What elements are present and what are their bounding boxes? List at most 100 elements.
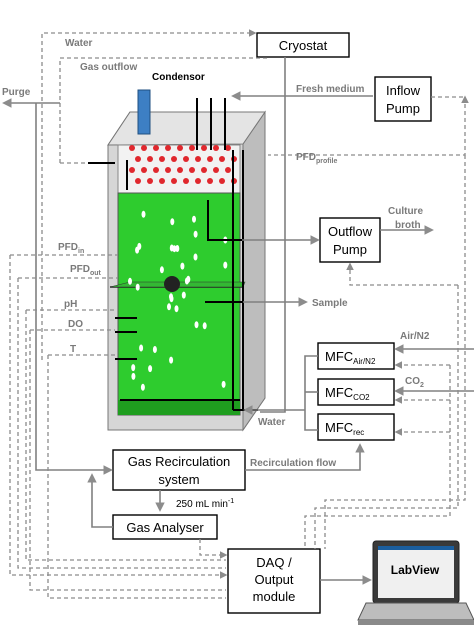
white-bubble	[172, 245, 177, 253]
red-bubble	[177, 145, 183, 151]
white-bubble	[192, 215, 196, 223]
purge-label: Purge	[2, 87, 31, 98]
white-bubble	[167, 303, 171, 311]
condensor-icon	[137, 89, 151, 135]
outflow-pump-box[interactable]: Outflow Pump	[319, 217, 381, 263]
red-bubble	[141, 167, 147, 173]
white-bubble	[137, 242, 142, 250]
pfd-profile-label: PFDprofile	[296, 152, 337, 165]
svg-text:Inflow: Inflow	[386, 83, 421, 98]
cryostat-box[interactable]: Cryostat	[256, 32, 350, 58]
red-bubble	[189, 167, 195, 173]
white-bubble	[175, 245, 180, 252]
red-bubble	[159, 156, 165, 162]
svg-text:Gas Analyser: Gas Analyser	[126, 520, 204, 535]
air-n2-label: Air/N2	[400, 331, 430, 342]
red-bubble	[177, 167, 183, 173]
white-bubble	[152, 346, 157, 353]
white-bubble	[131, 372, 136, 380]
red-bubble	[225, 167, 231, 173]
red-bubble	[183, 178, 189, 184]
white-bubble	[193, 253, 198, 261]
white-bubble	[170, 218, 175, 226]
svg-text:MFCCO2: MFCCO2	[325, 385, 370, 402]
svg-text:module: module	[253, 589, 296, 604]
ph-label: pH	[64, 299, 77, 310]
red-bubble	[129, 145, 135, 151]
pfd-in-label: PFDin	[58, 242, 84, 255]
culture-broth-label-2: broth	[395, 220, 421, 231]
white-bubble	[141, 210, 146, 218]
red-bubble	[195, 178, 201, 184]
white-bubble	[221, 380, 226, 388]
red-bubble	[141, 145, 147, 151]
mfc-air-n2-box[interactable]: MFCAir/N2	[317, 342, 395, 370]
svg-text:MFCAir/N2: MFCAir/N2	[325, 349, 376, 366]
fresh-medium-label: Fresh medium	[296, 84, 364, 95]
red-bubble	[189, 145, 195, 151]
gas-outflow-label: Gas outflow	[80, 62, 137, 73]
co2-label: CO2	[405, 376, 424, 389]
white-bubble	[181, 291, 186, 299]
white-bubble	[193, 230, 198, 238]
water-top-label: Water	[65, 38, 93, 49]
reactor-vessel	[107, 110, 266, 432]
stirrer-icon	[164, 276, 180, 292]
red-bubble	[219, 178, 225, 184]
red-bubble	[135, 156, 141, 162]
red-bubble	[147, 178, 153, 184]
red-bubble	[201, 167, 207, 173]
gas-analyser-box[interactable]: Gas Analyser	[112, 514, 218, 540]
culture-bubbles	[128, 210, 228, 391]
white-bubble	[139, 344, 144, 352]
red-bubble	[225, 145, 231, 151]
svg-text:DAQ /: DAQ /	[256, 555, 292, 570]
red-bubble	[135, 178, 141, 184]
red-bubble	[195, 156, 201, 162]
red-bubble	[201, 145, 207, 151]
white-bubble	[128, 277, 132, 285]
svg-text:Gas Recirculation: Gas Recirculation	[128, 454, 231, 469]
inflow-pump-box[interactable]: Inflow Pump	[374, 76, 432, 122]
white-bubble	[180, 262, 185, 270]
white-bubble	[186, 275, 191, 283]
red-bubble	[171, 178, 177, 184]
white-bubble	[135, 283, 140, 291]
svg-text:Outflow: Outflow	[328, 224, 373, 239]
white-bubble	[202, 322, 207, 330]
svg-text:Pump: Pump	[386, 101, 420, 116]
white-bubble	[194, 321, 199, 329]
red-bubble	[207, 156, 213, 162]
inlet-pipes	[88, 98, 258, 411]
mfc-co2-box[interactable]: MFCCO2	[317, 378, 395, 406]
red-bubble	[213, 167, 219, 173]
svg-text:Output: Output	[254, 572, 293, 587]
recirculation-flow-label: Recirculation flow	[250, 458, 336, 469]
red-bubble	[129, 167, 135, 173]
gas-recirculation-box[interactable]: Gas Recirculation system	[112, 449, 246, 491]
sample-label: Sample	[312, 298, 348, 309]
mfc-rec-box[interactable]: MFCrec	[317, 413, 395, 441]
red-bubble	[171, 156, 177, 162]
svg-text:system: system	[158, 472, 199, 487]
svg-text:Cryostat: Cryostat	[279, 38, 328, 53]
t-label: T	[70, 344, 76, 355]
red-bubble	[153, 167, 159, 173]
red-bubble	[183, 156, 189, 162]
red-bubble	[147, 156, 153, 162]
labview-computer-icon[interactable]: LabView	[357, 540, 474, 625]
red-bubble	[219, 156, 225, 162]
pfd-out-label: PFDout	[70, 264, 102, 277]
flow-rate-label: 250 mL min-1	[176, 498, 234, 510]
red-bubble	[213, 145, 219, 151]
red-bubble	[159, 178, 165, 184]
svg-text:Pump: Pump	[333, 242, 367, 257]
red-bubble	[165, 145, 171, 151]
svg-text:MFCrec: MFCrec	[325, 420, 364, 437]
red-bubble	[207, 178, 213, 184]
white-bubble	[131, 364, 136, 372]
red-bubble	[165, 167, 171, 173]
culture-volume	[117, 192, 241, 416]
daq-output-box[interactable]: DAQ / Output module	[227, 548, 321, 614]
white-bubble	[148, 365, 153, 373]
